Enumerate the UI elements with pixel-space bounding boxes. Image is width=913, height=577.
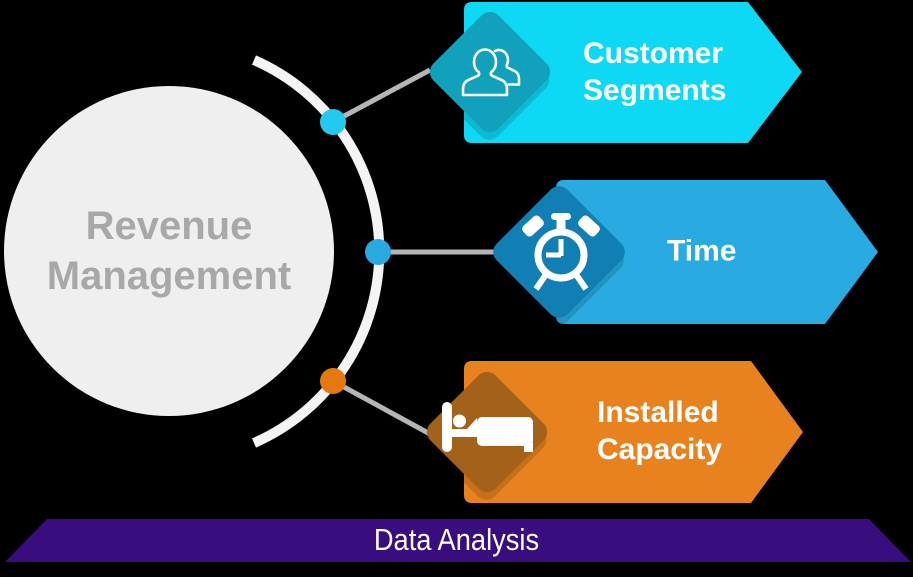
connector-installed-capacity — [331, 378, 432, 437]
hub-circle — [4, 86, 334, 416]
banner-label-customer-segments: Customer Segments — [583, 37, 727, 107]
hub-label: Revenue Management — [46, 204, 292, 298]
banner-installed-capacity — [464, 361, 803, 503]
footer-banner — [5, 519, 911, 562]
banner-label-time: Time — [667, 234, 737, 268]
footer-label: Data Analysis — [373, 522, 540, 557]
banner-label-installed-capacity: Installed Capacity — [597, 396, 723, 466]
alarm-clock-icon — [522, 213, 600, 291]
dot-customer-segments — [320, 109, 346, 135]
dot-installed-capacity — [320, 368, 346, 394]
bed-icon — [442, 402, 533, 452]
banner-customer-segments — [464, 2, 802, 143]
banner-time — [556, 180, 878, 324]
dot-time — [365, 239, 391, 265]
connector-customer-segments — [331, 67, 432, 125]
people-icon — [461, 48, 521, 97]
